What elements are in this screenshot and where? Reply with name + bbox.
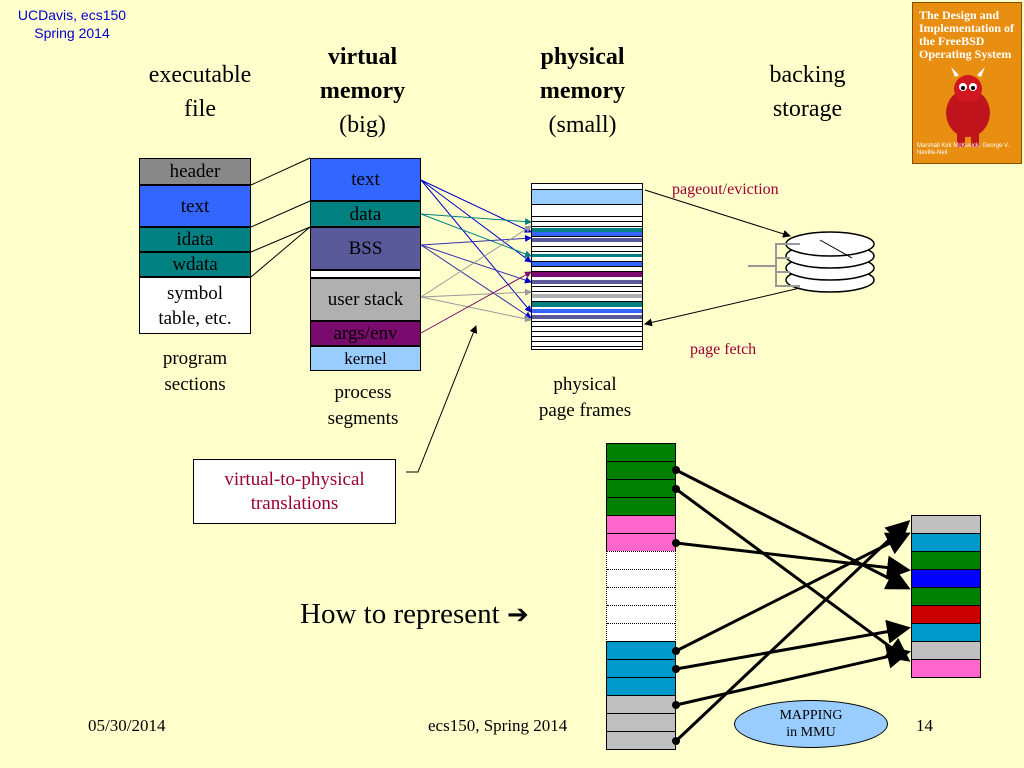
backing-storage-title: backing storage [735, 58, 880, 126]
page-fetch-label: page fetch [690, 341, 757, 358]
caption-line: segments [327, 408, 399, 429]
caption-line: physical [553, 374, 617, 395]
footer-date: 05/30/2014 [88, 716, 166, 735]
title-line: (big) [339, 112, 386, 138]
frame-bss [532, 238, 642, 242]
frame-text [532, 262, 642, 266]
frame-bss [532, 280, 642, 284]
pageout-eviction-label: pageout/eviction [672, 181, 779, 198]
frame-data [532, 302, 642, 307]
section-symbol-table: symbol table, etc. [139, 277, 251, 334]
dotted-divider [607, 623, 675, 624]
process-segments-caption: process segments [298, 380, 428, 432]
mapping-in-mmu-ellipse: MAPPING in MMU [734, 700, 888, 748]
virtual-memory-title: virtual memory (big) [290, 40, 435, 142]
book-cover-image: The Design and Implementation of the Fre… [912, 2, 1022, 164]
physical-memory-frames [531, 183, 643, 350]
physical-pages-column [911, 515, 981, 679]
frame-bss [532, 315, 642, 319]
book-title: The Design and Implementation of the Fre… [919, 8, 1014, 61]
title-line: storage [772, 96, 843, 122]
vpage-unmapped [606, 551, 676, 642]
caption-line: sections [164, 374, 226, 395]
title-line: memory [539, 78, 626, 104]
frame-data [532, 228, 642, 232]
title-line: executable [148, 62, 252, 88]
translations-line: translations [250, 492, 339, 514]
frame-args [532, 272, 642, 277]
dotted-divider [607, 569, 675, 570]
physical-page-frames-caption: physical page frames [515, 372, 655, 424]
segment-data: data [310, 201, 421, 227]
slide-header: UCDavis, ecs150 Spring 2014 [2, 6, 142, 42]
translations-box: virtual-to-physical translations [193, 459, 396, 524]
frame-stack [532, 294, 642, 298]
virtual-to-physical-arrows [420, 179, 532, 334]
mapping-line: MAPPING [779, 708, 843, 723]
title-line: physical [540, 44, 625, 70]
title-line: memory [319, 78, 406, 104]
book-authors: Marshall Kirk McKusick, George V. Nevill… [917, 143, 1010, 156]
segment-args-env: args/env [310, 321, 421, 346]
virtual-pages-column [606, 443, 676, 751]
title-line: backing [769, 62, 846, 88]
daemon-mascot-icon [946, 67, 990, 147]
section-header: header [139, 158, 251, 185]
translations-pointer-arrow [406, 325, 478, 473]
section-wdata: wdata [139, 252, 251, 277]
section-idata: idata [139, 227, 251, 252]
segment-text: text [310, 158, 421, 201]
program-sections-caption: program sections [130, 346, 260, 398]
mapping-dots [672, 466, 680, 745]
page-fetch-arrow [644, 287, 801, 327]
caption-line: page frames [538, 400, 632, 421]
translations-line: virtual-to-physical [224, 468, 365, 490]
section-text: text [139, 185, 251, 227]
frame-text [532, 309, 642, 313]
dotted-divider [607, 587, 675, 588]
caption-line: program [162, 348, 228, 369]
section-to-segment-lines [250, 157, 311, 278]
term-label: Spring 2014 [34, 25, 110, 41]
dotted-divider [607, 605, 675, 606]
segment-bss: BSS [310, 227, 421, 270]
footer-page-number: 14 [916, 716, 933, 735]
mapping-line: in MMU [786, 725, 836, 740]
how-to-represent-label: How to represent ➔ [300, 598, 529, 631]
frame-text [532, 232, 642, 236]
mmu-mapping-arrows [674, 468, 911, 743]
title-line: virtual [327, 44, 398, 70]
segment-kernel: kernel [310, 346, 421, 371]
title-line: (small) [548, 112, 617, 138]
how-to-represent-text: How to represent [300, 598, 500, 630]
title-line: file [184, 96, 216, 122]
caption-line: process [334, 382, 392, 403]
course-label: UCDavis, ecs150 [17, 7, 127, 23]
executable-file-title: executable file [120, 58, 280, 126]
frame-data [532, 254, 642, 257]
physical-memory-title: physical memory (small) [510, 40, 655, 142]
frame-stripe [532, 189, 642, 205]
footer-course: ecs150, Spring 2014 [428, 716, 568, 735]
disk-arm [748, 243, 800, 287]
segment-gap [310, 270, 421, 278]
segment-user-stack: user stack [310, 278, 421, 321]
ppage-pink [911, 659, 981, 678]
pageout-arrow [644, 189, 791, 238]
right-arrow-icon: ➔ [506, 600, 529, 630]
disk-drive-icon [785, 231, 875, 293]
